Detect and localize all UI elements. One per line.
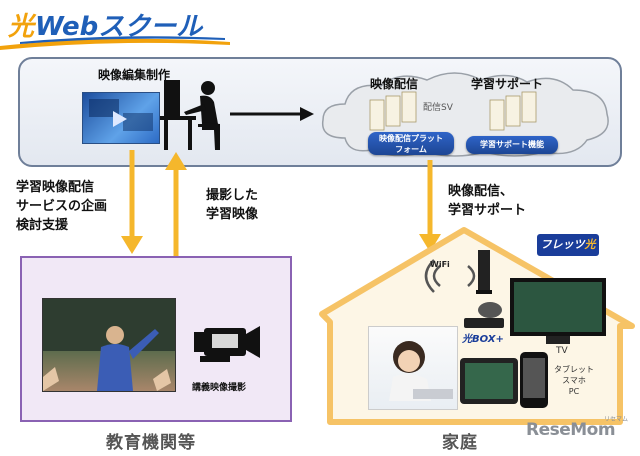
- delivery-label: 映像配信: [370, 77, 419, 91]
- platform-line-2: フォーム: [395, 145, 427, 154]
- teacher-icon: [43, 299, 175, 391]
- editor-person-icon: [160, 80, 220, 150]
- lecture-recording-label: 講義映像撮影: [192, 383, 247, 393]
- classroom-photo: [42, 298, 176, 392]
- video-camera-icon: [194, 326, 260, 362]
- home-arrow: [419, 160, 441, 252]
- recorded-video-text: 撮影した 学習映像: [206, 186, 258, 224]
- flets-accent: 光: [584, 238, 596, 251]
- support-function-badge: 学習サポート機能: [466, 136, 558, 154]
- device-label-phone: スマホ: [562, 376, 586, 385]
- flets-logo: フレッツ光: [537, 234, 599, 256]
- support-label: 学習サポート: [471, 77, 544, 91]
- brand-name: ReseMom: [526, 420, 616, 440]
- device-labels: タブレット スマホ PC: [554, 364, 594, 397]
- planning-line-3: 検討支援: [16, 218, 69, 233]
- logo-mark: 光: [8, 12, 36, 42]
- student-icon: [389, 341, 453, 401]
- planning-line-1: 学習映像配信: [16, 180, 95, 195]
- video-thumbnail: [82, 92, 160, 144]
- box-label: 光BOX+: [462, 334, 504, 345]
- box-device-icon: [464, 302, 504, 328]
- flets-main: フレッツ: [540, 238, 585, 251]
- school-footer: 教育機関等: [106, 433, 196, 453]
- support-server-icon: [489, 91, 537, 131]
- router-icon: [424, 250, 492, 294]
- student-photo: [368, 326, 458, 410]
- cloud-shape: [321, 72, 609, 157]
- school-arrows: [121, 150, 187, 256]
- home-service-text: 映像配信、 学習サポート: [448, 182, 526, 220]
- planning-support-text: 学習映像配信 サービスの企画 検討支援: [16, 178, 107, 235]
- server-icon: [369, 91, 417, 131]
- planning-line-2: サービスの企画: [16, 199, 108, 214]
- device-label-tablet: タブレット: [554, 365, 594, 374]
- device-label-pc: PC: [568, 387, 580, 396]
- film-icon: [89, 99, 153, 131]
- home-service-line-1: 映像配信、: [448, 184, 514, 199]
- wifi-label: WiFi: [430, 260, 450, 269]
- server-label: 配信SV: [423, 103, 453, 113]
- recorded-line-1: 撮影した: [206, 188, 259, 203]
- brand-small: リセマム: [604, 416, 629, 423]
- production-label: 映像編集制作: [98, 68, 171, 82]
- platform-line-1: 映像配信プラット: [379, 134, 443, 143]
- tablet-phone-icon: [460, 352, 548, 408]
- home-footer: 家庭: [442, 433, 478, 453]
- flow-arrow-right: [230, 107, 314, 121]
- home-service-line-2: 学習サポート: [448, 203, 527, 218]
- tv-label: TV: [556, 346, 568, 356]
- delivery-platform-badge: 映像配信プラット フォーム: [368, 132, 454, 155]
- recorded-line-2: 学習映像: [206, 207, 259, 222]
- logo-swoosh: [0, 36, 230, 50]
- tv-icon: [510, 278, 606, 344]
